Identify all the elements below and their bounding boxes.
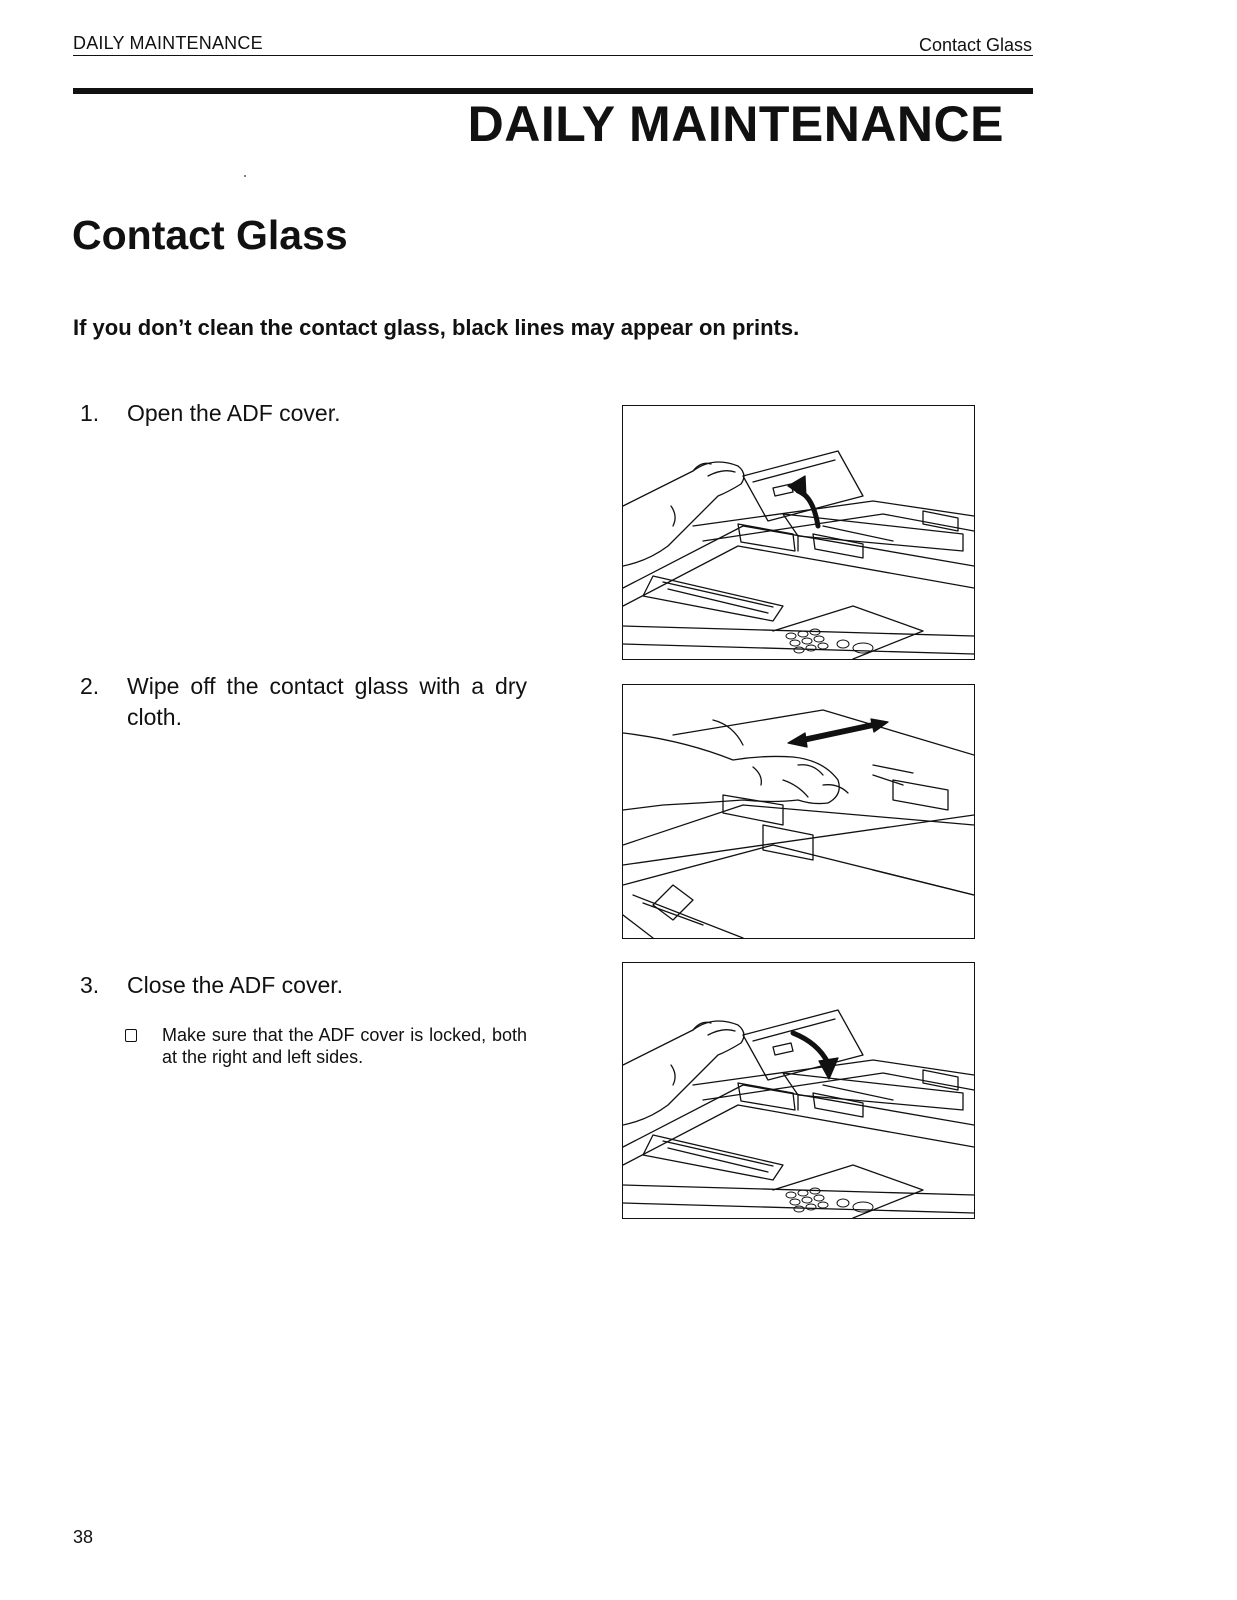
intro-statement: If you don’t clean the contact glass, bl… — [73, 315, 800, 340]
illustration-close-adf-cover — [622, 962, 975, 1219]
running-header-right: Contact Glass — [918, 35, 1032, 55]
step-number: 2. — [80, 673, 100, 699]
section-title: Contact Glass — [72, 212, 348, 258]
note-text: Make sure that the ADF cover is locked, … — [162, 1025, 527, 1067]
step-text: Open the ADF cover. — [127, 400, 341, 426]
chapter-rule — [73, 88, 1033, 94]
header-rule — [73, 55, 1033, 56]
illustration-wipe-contact-glass — [622, 684, 975, 939]
page-number: 38 — [73, 1527, 94, 1547]
chapter-title: DAILY MAINTENANCE — [467, 96, 1004, 152]
checkbox-bullet-icon — [125, 1029, 137, 1042]
step-text: Close the ADF cover. — [127, 972, 344, 998]
step-number: 3. — [80, 972, 100, 998]
step-text: Wipe off the contact glass with a dry cl… — [127, 673, 527, 730]
step-number: 1. — [80, 400, 100, 426]
scan-speck — [244, 175, 246, 177]
running-header-left: DAILY MAINTENANCE — [73, 33, 263, 53]
illustration-open-adf-cover — [622, 405, 975, 660]
